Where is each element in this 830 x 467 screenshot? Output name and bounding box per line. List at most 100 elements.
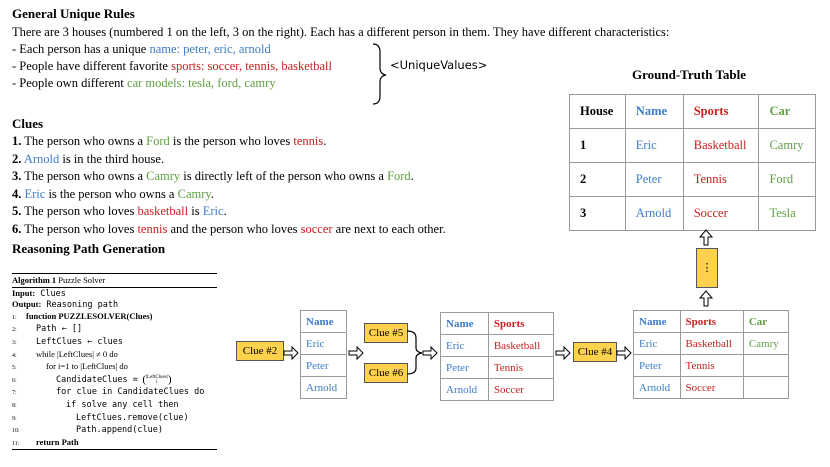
flow-arrow-icon xyxy=(555,345,571,361)
algorithm-line: 5:for i=1 to |LeftClues| do xyxy=(12,361,217,374)
cell-name: Arnold xyxy=(633,376,681,399)
clue-text: . xyxy=(223,204,227,218)
clue-text: is directly left of the person who owns … xyxy=(180,169,388,183)
clue-box-6: Clue #6 xyxy=(364,363,408,383)
ground-truth-table: House Name Sports Car 1 Eric Basketball … xyxy=(569,94,816,231)
clue-line: 6. The person who loves tennis and the p… xyxy=(12,222,446,237)
rules-heading: General Unique Rules xyxy=(12,6,135,21)
clue-text: are next to each other. xyxy=(332,221,446,236)
algorithm-line: 8:if solve any cell then xyxy=(12,399,217,412)
table-row: 1 Eric Basketball Camry xyxy=(569,128,816,163)
algorithm-line: 1: function PUZZLESOLVER(Clues) xyxy=(12,311,217,324)
table-row: Arnold xyxy=(300,376,347,399)
binomial-icon: |LeftClues|i xyxy=(143,374,171,385)
clue-text: . xyxy=(210,186,214,201)
line-text: return Path xyxy=(36,436,79,447)
table-row: 3 Arnold Soccer Tesla xyxy=(569,196,816,231)
rules-intro: There are 3 houses (numbered 1 on the le… xyxy=(12,25,670,39)
ground-truth-title: Ground-Truth Table xyxy=(632,67,747,82)
clue-number: 5. xyxy=(12,204,22,218)
flow-arrow-icon xyxy=(616,345,632,361)
clue-highlight: tennis xyxy=(293,134,324,148)
clue-box-2: Clue #2 xyxy=(236,341,284,361)
cell-car: Tesla xyxy=(758,196,816,231)
flow-arrow-icon xyxy=(283,345,299,361)
partial-table-1: Name Eric Peter Arnold xyxy=(300,310,347,399)
line-number: 4: xyxy=(12,352,17,359)
clue-text: is the person who owns a xyxy=(45,186,178,201)
reasoning-heading: Reasoning Path Generation xyxy=(12,241,166,256)
cell-sport: Soccer xyxy=(682,196,760,231)
clue-text: The person who loves xyxy=(21,221,138,236)
clue-highlight: tennis xyxy=(137,221,168,236)
algorithm-line: 6:CandidateClues = |LeftClues|i xyxy=(12,374,217,387)
cell-name: Peter xyxy=(624,162,684,197)
table-header-row: House Name Sports Car xyxy=(569,94,816,129)
clue-highlight: Ford xyxy=(146,134,170,148)
algorithm-line: 10:Path.append(clue) xyxy=(12,424,217,437)
algorithm-block: Algorithm 1 Puzzle Solver Input: Clues O… xyxy=(12,273,217,451)
clue-highlight: soccer xyxy=(300,221,333,236)
line-number: 1: xyxy=(12,314,17,321)
table-row: Peter Tennis xyxy=(633,354,790,377)
line-text: if solve any cell then xyxy=(66,399,179,410)
clue-line: 5. The person who loves basketball is Er… xyxy=(12,204,227,219)
cell-sport: Soccer xyxy=(487,378,555,401)
clue-highlight: Arnold xyxy=(23,151,60,166)
clue-text: The person who owns a xyxy=(21,134,147,148)
clue-line: 4. Eric is the person who owns a Camry. xyxy=(12,187,214,202)
header-name: Name xyxy=(440,312,489,335)
clue-number: 1. xyxy=(12,134,22,148)
clue-text: . xyxy=(323,134,327,148)
table-row: Peter xyxy=(300,354,347,377)
clue-text: The person who loves xyxy=(21,204,138,218)
algorithm-title: Algorithm 1 Puzzle Solver xyxy=(12,273,217,288)
cell-car xyxy=(742,376,790,399)
rule-line-sports: - People have different favorite sports:… xyxy=(12,59,332,73)
up-arrow-icon xyxy=(698,290,714,307)
line-text: LeftClues.remove(clue) xyxy=(76,412,189,423)
clue-text: and the person who loves xyxy=(167,221,301,236)
rule-line-names: - Each person has a unique name: peter, … xyxy=(12,42,271,56)
clue-number: 4. xyxy=(12,186,22,201)
line-text: while |LeftClues| ≠ 0 do xyxy=(36,348,118,359)
rule-names-values: name: peter, eric, arnold xyxy=(149,42,271,56)
clue-highlight: basketball xyxy=(137,204,189,218)
clue-box-4: Clue #4 xyxy=(573,342,617,362)
table-row: Arnold Soccer xyxy=(633,376,790,399)
cell-sport: Soccer xyxy=(679,376,744,399)
clue-box-5: Clue #5 xyxy=(364,323,408,343)
header-car: Car xyxy=(758,94,816,129)
line-number: 10: xyxy=(12,428,20,435)
algorithm-output: Output: Reasoning path xyxy=(12,299,119,311)
clue-highlight: Camry xyxy=(146,169,181,183)
clue-highlight: Camry xyxy=(177,186,211,201)
ellipsis-box: ⋮ xyxy=(696,248,718,288)
clue-text: . xyxy=(410,169,414,183)
cell-car: Camry xyxy=(758,128,816,163)
clue-highlight: Ford xyxy=(387,169,411,183)
cell-name: Arnold xyxy=(440,378,489,401)
clue-line: 2. Arnold is in the third house. xyxy=(12,152,164,167)
flow-arrow-icon xyxy=(422,345,438,361)
clue-line: 1. The person who owns a Ford is the per… xyxy=(12,134,326,149)
algorithm-line: 7:for clue in CandidateClues do xyxy=(12,386,217,399)
rule-sports-values: sports: soccer, tennis, basketball xyxy=(171,59,332,73)
algorithm-line: 2:Path ← [] xyxy=(12,323,217,336)
rule-line-cars: - People own different car models: tesla… xyxy=(12,76,276,90)
clue-text: is in the third house. xyxy=(59,151,165,166)
clue-number: 6. xyxy=(12,221,22,236)
algorithm-line: 11:return Path xyxy=(12,437,217,450)
unique-values-label: <UniqueValues> xyxy=(390,58,488,72)
header-name: Name xyxy=(300,310,347,333)
header-house: House xyxy=(569,94,626,129)
line-text: for i=1 to |LeftClues| do xyxy=(46,361,128,372)
line-text: function PUZZLESOLVER(Clues) xyxy=(26,310,153,321)
line-number: 2: xyxy=(12,327,17,334)
flow-arrow-icon xyxy=(348,345,364,361)
line-number: 6: xyxy=(12,377,17,384)
clue-number: 3. xyxy=(12,169,22,183)
table-row: 2 Peter Tennis Ford xyxy=(569,162,816,197)
clue-highlight: Eric xyxy=(202,204,224,218)
